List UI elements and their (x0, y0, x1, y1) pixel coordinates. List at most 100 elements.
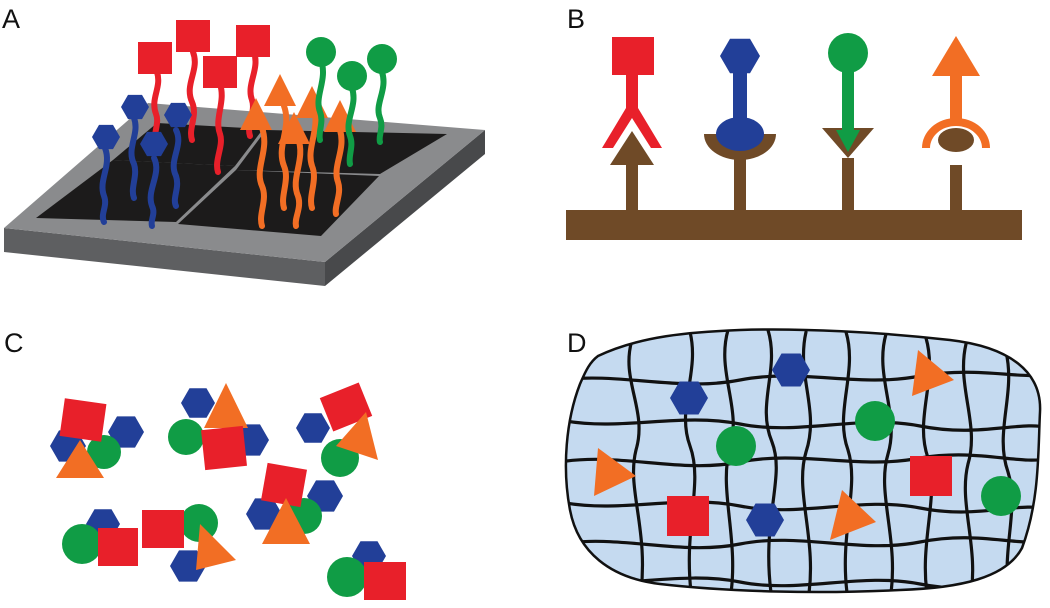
receptor-stem (842, 158, 854, 211)
orange-triangle-icon (830, 490, 876, 540)
cluster (50, 398, 144, 478)
fiber (841, 330, 854, 592)
green-circle-icon (716, 426, 756, 466)
blue-tether (99, 145, 110, 225)
orange-tether (332, 127, 345, 217)
fiber (881, 332, 895, 592)
cluster (327, 541, 406, 600)
brown-triangle-icon (610, 131, 654, 165)
orange-tether (292, 135, 304, 229)
fiber (683, 330, 697, 592)
green-circle-icon (855, 401, 895, 441)
orange-triangle-icon (932, 36, 980, 76)
blue-probe-heads (92, 94, 192, 157)
green-circle-icon (327, 557, 367, 597)
red-square-icon (142, 510, 184, 548)
green-circle-icon (981, 476, 1021, 516)
receptor-stem (950, 165, 962, 211)
fiber (565, 536, 1041, 550)
orange-arc-icon (922, 118, 990, 148)
green-tether (315, 57, 326, 143)
red-square-icon (98, 528, 138, 566)
ligand-green-circle (828, 33, 868, 152)
blue-hexagon-icon (296, 413, 330, 443)
fiber (565, 418, 1041, 432)
orange-triangle-icon (912, 350, 954, 396)
cluster (296, 382, 378, 477)
green-circle-icon (87, 435, 121, 469)
blue-tether (147, 155, 160, 229)
orange-probes (256, 103, 345, 229)
chip-front-face (4, 228, 325, 286)
orange-triangle-icon (278, 112, 310, 144)
blue-hexagon-icon (720, 38, 760, 74)
green-tether (375, 69, 387, 145)
blue-hexagon-icon (140, 131, 168, 157)
fiber (764, 329, 778, 592)
red-square-icon (364, 562, 406, 600)
orange-tether (278, 103, 290, 211)
blue-hexagon-icon (92, 124, 120, 150)
green-circle-icon (337, 61, 367, 91)
panel-label-d: D (567, 328, 587, 358)
embedded-particles (594, 350, 1021, 540)
orange-tether (307, 105, 319, 211)
green-tether (345, 85, 357, 167)
orange-triangle-icon (336, 412, 378, 460)
blue-hexagon-icon (181, 388, 215, 418)
red-tether (214, 81, 225, 175)
ligand-stem (842, 72, 854, 134)
receptors (610, 128, 974, 211)
green-circle-icon (828, 33, 868, 73)
brown-oval-icon (938, 128, 974, 152)
green-circle-icon (168, 419, 204, 455)
cluster (142, 504, 236, 582)
orange-triangle-icon (240, 98, 272, 130)
substrate-bar (566, 210, 1022, 240)
red-cleft-icon (602, 108, 662, 148)
green-probes (315, 57, 387, 167)
ligand-stem (950, 76, 962, 124)
blue-hexagon-icon (108, 416, 144, 448)
polymer-fibers (565, 329, 1041, 592)
receptor-stem (734, 158, 746, 211)
orange-triangle-icon (196, 524, 236, 570)
panel-label-b: B (567, 4, 585, 34)
orange-tether (256, 125, 268, 229)
orange-triangle-icon (594, 448, 636, 496)
fiber (1001, 350, 1014, 592)
cluster (168, 383, 269, 471)
green-probe-heads (306, 37, 397, 91)
panel-b: B (566, 4, 1022, 240)
blue-hexagon-icon (746, 503, 784, 537)
cluster (246, 462, 343, 544)
cluster (62, 509, 138, 566)
ligand-orange-triangle (922, 36, 990, 148)
green-circle-icon (306, 37, 336, 67)
red-square-icon (667, 496, 709, 536)
fiber (565, 453, 1041, 468)
red-square-icon (910, 456, 952, 496)
ligand-stem (733, 72, 747, 126)
panel-a: A (2, 4, 485, 286)
blue-hexagon-icon (246, 498, 282, 530)
blue-hexagon-icon (772, 353, 810, 387)
ligand-red-square (602, 37, 662, 148)
green-circle-icon (367, 44, 397, 74)
blue-hexagon-icon (170, 550, 206, 582)
red-tether (186, 49, 198, 143)
blue-hexagon-icon (670, 381, 708, 415)
chip-well-3 (178, 170, 379, 236)
red-square-icon (138, 42, 172, 74)
blue-tether (128, 115, 139, 201)
green-circle-icon (62, 524, 102, 564)
ligand-stem (626, 75, 638, 113)
orange-triangle-icon (264, 74, 296, 106)
panel-label-a: A (2, 4, 20, 34)
blue-hexagon-icon (164, 102, 192, 128)
fiber (961, 342, 975, 592)
panel-c: C (4, 328, 406, 600)
red-square-icon (59, 398, 107, 442)
red-square-icon (203, 56, 237, 88)
